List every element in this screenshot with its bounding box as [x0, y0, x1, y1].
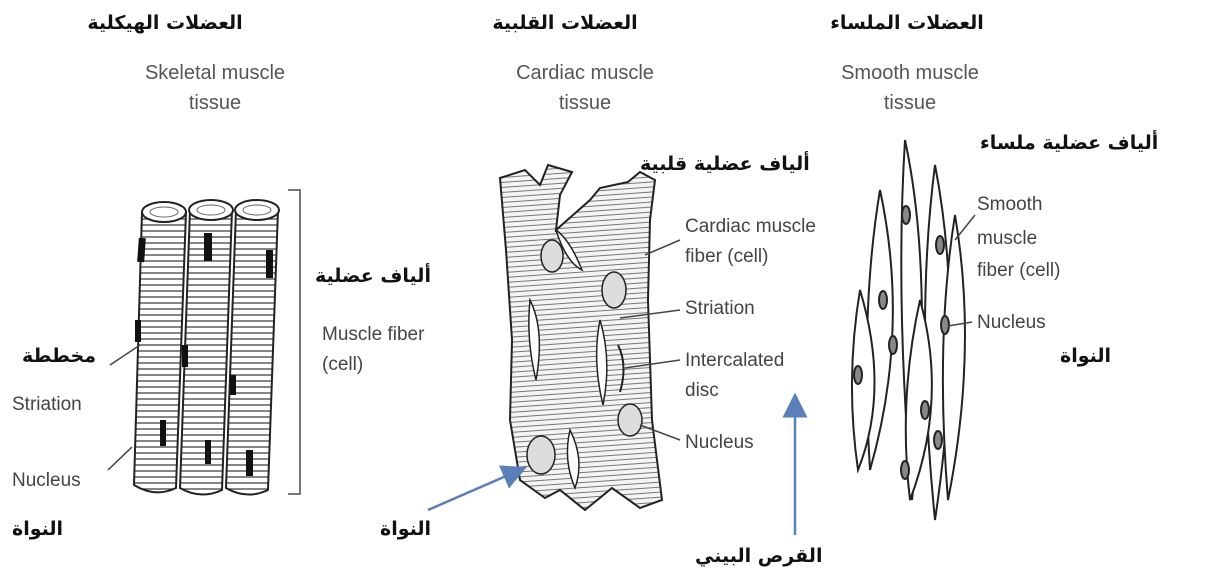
smooth-muscle-drawing [852, 140, 975, 520]
striation-pointer [110, 345, 140, 365]
smooth-fiber-label-2: muscle [977, 224, 1037, 253]
skeletal-title-en-2: tissue [95, 88, 335, 118]
fiber-bracket [288, 190, 300, 494]
smooth-nucleus-label-ar: النواة [1060, 345, 1111, 367]
cardiac-title-ar: العضلات القلبية [470, 12, 660, 34]
smooth-nucleus-label: Nucleus [977, 308, 1046, 337]
intercalated-disc-label: Intercalated [685, 346, 784, 375]
smooth-fiber-label: Smooth [977, 190, 1042, 219]
skeletal-fibers-label-ar: ألياف عضلية [315, 265, 431, 287]
cardiac-nucleus-label: Nucleus [685, 428, 754, 457]
skeletal-fiber [226, 200, 279, 495]
skeletal-title-en: Skeletal muscle [95, 58, 335, 88]
smooth-fibers-label-ar: ألياف عضلية ملساء [980, 132, 1158, 154]
smooth-title-en: Smooth muscle [790, 58, 1030, 88]
smooth-title-ar: العضلات الملساء [812, 12, 1002, 34]
cardiac-nucleus-label-ar: النواة [380, 518, 431, 540]
skeletal-fiber [180, 200, 233, 495]
skeletal-fiber [134, 202, 186, 492]
cardiac-fiber-label-2: fiber (cell) [685, 242, 768, 271]
cardiac-fiber-label: Cardiac muscle [685, 212, 816, 241]
cardiac-striation-label: Striation [685, 294, 755, 323]
nucleus-pointer [108, 447, 132, 470]
intercalated-disc-label-ar: القرص البيني [695, 545, 822, 567]
cardiac-title-en: Cardiac muscle [465, 58, 705, 88]
skeletal-fiber-label: Muscle fiber [322, 320, 424, 349]
smooth-fiber-label-3: fiber (cell) [977, 256, 1060, 285]
smooth-title-en-2: tissue [790, 88, 1030, 118]
nucleus-arrow [428, 470, 520, 510]
nucleus-label-ar: النواة [12, 518, 63, 540]
striation-label-ar: مخططة [22, 345, 96, 367]
skeletal-fiber-label-2: (cell) [322, 350, 363, 379]
striation-label: Striation [12, 390, 82, 419]
nucleus-label: Nucleus [12, 466, 81, 495]
skeletal-title-ar: العضلات الهيكلية [70, 12, 260, 34]
cardiac-title-en-2: tissue [465, 88, 705, 118]
skeletal-muscle-drawing [108, 190, 300, 495]
intercalated-disc-label-2: disc [685, 376, 719, 405]
cardiac-fibers-label-ar: ألياف عضلية قلبية [640, 153, 810, 175]
